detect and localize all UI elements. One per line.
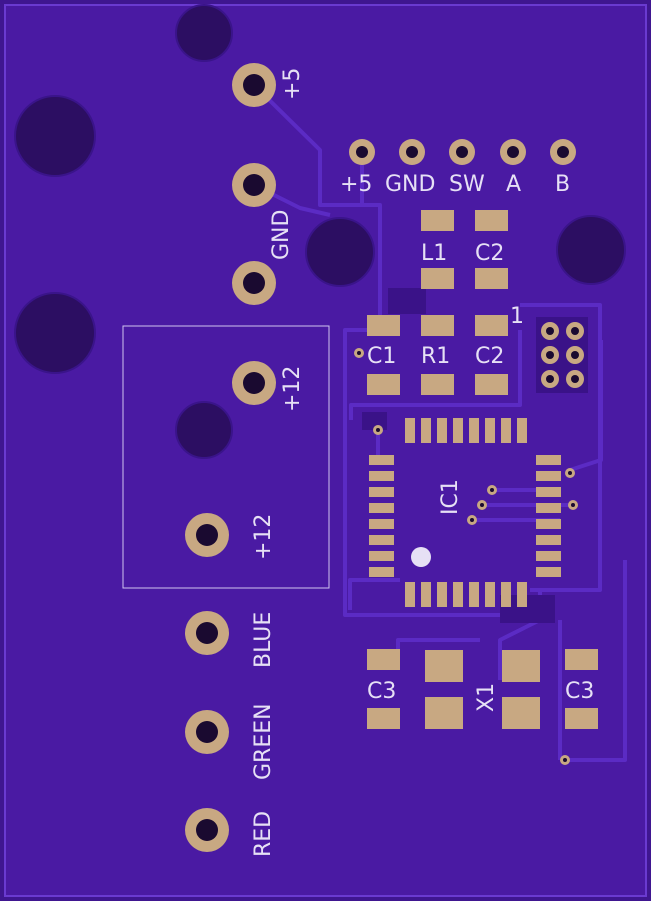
label-header-gnd: GND (385, 172, 435, 197)
header-pads (349, 139, 576, 165)
label-c1: C1 (367, 344, 396, 369)
label-c2-top: C2 (475, 241, 504, 266)
label-l1: L1 (421, 241, 447, 266)
label-green: GREEN (251, 703, 276, 780)
connector-outline (122, 325, 330, 589)
copper-pour (362, 412, 387, 430)
smd-pads (367, 210, 598, 729)
mount-hole (175, 401, 233, 459)
mount-hole (175, 4, 233, 62)
label-header-sw: SW (449, 172, 485, 197)
label-pwr-12v-top: +12 (280, 366, 305, 412)
label-gnd: GND (269, 210, 294, 260)
ic1-pin1-marker (411, 547, 431, 567)
label-pwr-12v-bottom: +12 (251, 514, 276, 560)
label-red: RED (251, 811, 276, 857)
mount-hole (305, 217, 375, 287)
ic1-pads (369, 418, 561, 607)
label-header-5v: +5 (340, 172, 372, 197)
mount-hole (556, 215, 626, 285)
label-c2-mid: C2 (475, 344, 504, 369)
label-pin1: 1 (510, 304, 524, 329)
connector-pads-left (185, 63, 276, 852)
label-c3-right: C3 (565, 679, 594, 704)
label-ic1: IC1 (438, 479, 463, 515)
label-header-b: B (555, 172, 570, 197)
label-x1: X1 (474, 683, 499, 712)
copper-pour (388, 288, 426, 314)
vias (354, 348, 578, 765)
label-header-a: A (506, 172, 521, 197)
label-r1: R1 (421, 344, 450, 369)
board-outline (4, 4, 647, 897)
label-c3-left: C3 (367, 679, 396, 704)
label-blue: BLUE (251, 612, 276, 668)
label-pwr-5v: +5 (280, 68, 305, 100)
isp-header-pads (536, 317, 588, 393)
mount-hole (14, 292, 96, 374)
mount-hole (14, 95, 96, 177)
